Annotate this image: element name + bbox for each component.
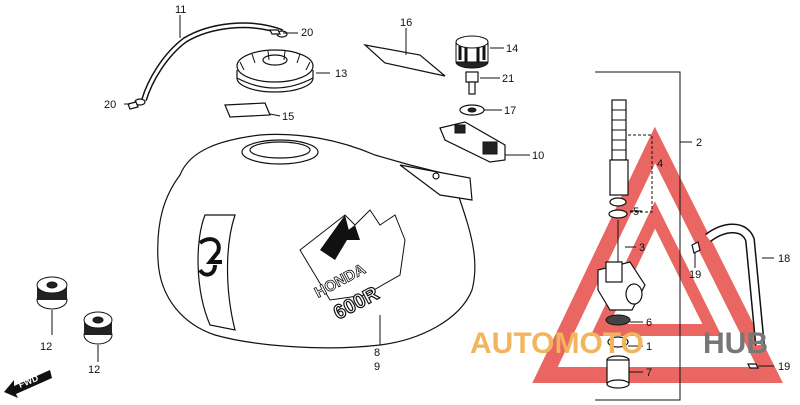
callout-20-b: 20 <box>104 99 116 111</box>
rubber-part-12-b <box>83 311 113 345</box>
callout-18: 18 <box>778 253 790 265</box>
rubber-part-12-a <box>36 276 68 310</box>
callout-7: 7 <box>646 367 652 379</box>
leader-lines <box>51 15 774 401</box>
callout-6: 6 <box>646 317 652 329</box>
watermark-text-automoto: AUTOMOTO <box>470 327 644 360</box>
fuel-tank-part-9: HONDA 600R <box>157 133 476 349</box>
callout-4: 4 <box>657 158 663 170</box>
callout-21: 21 <box>502 73 514 85</box>
callout-19-b: 19 <box>778 361 790 373</box>
callout-labels: 11 20 20 13 15 16 14 21 17 10 8 9 12 12 … <box>40 4 790 379</box>
hose-part-11 <box>134 22 288 106</box>
clip-part-20-a <box>269 29 281 35</box>
gasket-part-15 <box>224 102 271 118</box>
callout-9: 9 <box>374 361 380 373</box>
callout-1: 1 <box>646 341 652 353</box>
forward-direction-indicator: FWD <box>4 370 52 398</box>
callout-11: 11 <box>175 4 186 16</box>
callout-15: 15 <box>282 111 294 123</box>
washer-part-17 <box>459 104 485 116</box>
filler-cap-part-13 <box>236 49 314 93</box>
callout-8: 8 <box>374 347 380 359</box>
watermark-text: AUTOMOTO HUB <box>470 327 768 360</box>
callout-2: 2 <box>696 137 702 149</box>
watermark-text-hub: HUB <box>703 327 768 360</box>
rubber-mount-part-14 <box>455 35 489 69</box>
callout-5: 5 <box>633 206 639 218</box>
clip-part-19-b <box>747 363 759 369</box>
callout-13: 13 <box>335 68 347 80</box>
strip-part-16 <box>363 44 446 77</box>
bolt-part-21 <box>465 71 479 95</box>
clip-part-19-a <box>691 241 701 254</box>
callout-16: 16 <box>400 17 412 29</box>
callout-10: 10 <box>532 150 544 162</box>
callout-12-b: 12 <box>88 364 100 376</box>
bracket-part-10 <box>439 121 506 163</box>
callout-14: 14 <box>506 43 518 55</box>
callout-12-a: 12 <box>40 341 52 353</box>
callout-3: 3 <box>639 242 645 254</box>
callout-20-a: 20 <box>301 27 313 39</box>
clip-part-20-b <box>127 101 139 110</box>
callout-17: 17 <box>504 105 516 117</box>
callout-19-a: 19 <box>689 269 701 281</box>
hose-part-18 <box>704 223 765 346</box>
